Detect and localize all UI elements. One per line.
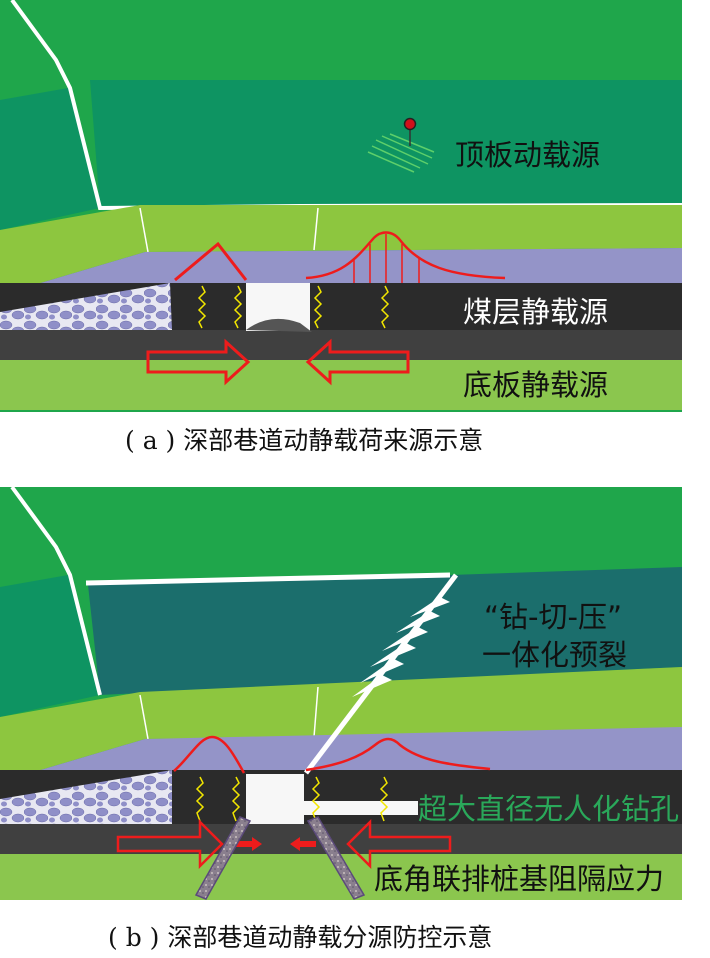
arrow-left-reduced: [290, 837, 316, 851]
arrow-right-pressure: [116, 818, 224, 870]
stress-curve-right: [305, 737, 491, 772]
arrow-left-pressure: [346, 818, 452, 870]
caption-a: ( a ) 深部巷道动静载荷来源示意: [125, 426, 483, 455]
coal-fractures: [197, 285, 390, 329]
arrow-right-pressure: [146, 338, 251, 386]
stratum-crack: [139, 694, 149, 740]
seismic-source-icon: [367, 117, 435, 173]
coal-fractures: [195, 776, 389, 822]
stratum-crack: [139, 207, 149, 253]
panel-b: “钻-切-压” 一体化预裂 超大直径无人化钻孔 底角联排桩基阻隔应力: [0, 485, 682, 900]
presplit-cuts: [352, 597, 450, 697]
floor-dark-layer: [0, 824, 682, 854]
label-floor-static: 底板静载源: [463, 368, 608, 402]
stress-curve-left: [174, 241, 248, 282]
pile-left: [194, 816, 252, 900]
caption-b: ( b ) 深部巷道动静载分源防控示意: [108, 923, 492, 952]
stratum-crack: [313, 686, 319, 738]
floor-dark-layer: [0, 330, 682, 360]
stress-hatching: [353, 234, 420, 283]
gob-rubble: [0, 283, 172, 330]
floor-heave: [246, 318, 312, 332]
pile-right: [306, 816, 366, 900]
label-drilling: 超大直径无人化钻孔: [418, 792, 679, 826]
roof-fracture: [10, 485, 102, 696]
lavender-stratum: [0, 248, 682, 295]
label-presplit-line1: “钻-切-压”: [484, 600, 622, 634]
stress-curve-right: [305, 231, 506, 280]
roof-block-rotated: [88, 567, 682, 695]
roof-block-left: [0, 88, 100, 230]
roadway: [246, 774, 304, 824]
label-presplit-line2: 一体化预裂: [482, 638, 627, 672]
gob-rubble: [0, 770, 172, 824]
stratum-crack: [313, 207, 319, 251]
large-diameter-borehole: [304, 801, 418, 815]
light-green-stratum: [0, 205, 682, 295]
stress-curve-left: [173, 735, 246, 774]
panel-a: 顶板动载源 煤层静载源 底板静载源: [0, 0, 683, 412]
arrow-left-pressure: [305, 338, 410, 386]
lavender-stratum: [0, 727, 682, 782]
floor-stratum: [0, 360, 682, 410]
roof-block-left: [0, 575, 100, 717]
label-piles: 底角联排桩基阻隔应力: [374, 862, 664, 896]
roof-gap: [85, 572, 451, 586]
label-coal-static: 煤层静载源: [463, 295, 608, 329]
arrow-right-reduced: [236, 837, 262, 851]
label-roof-dynamic: 顶板动载源: [455, 138, 600, 172]
